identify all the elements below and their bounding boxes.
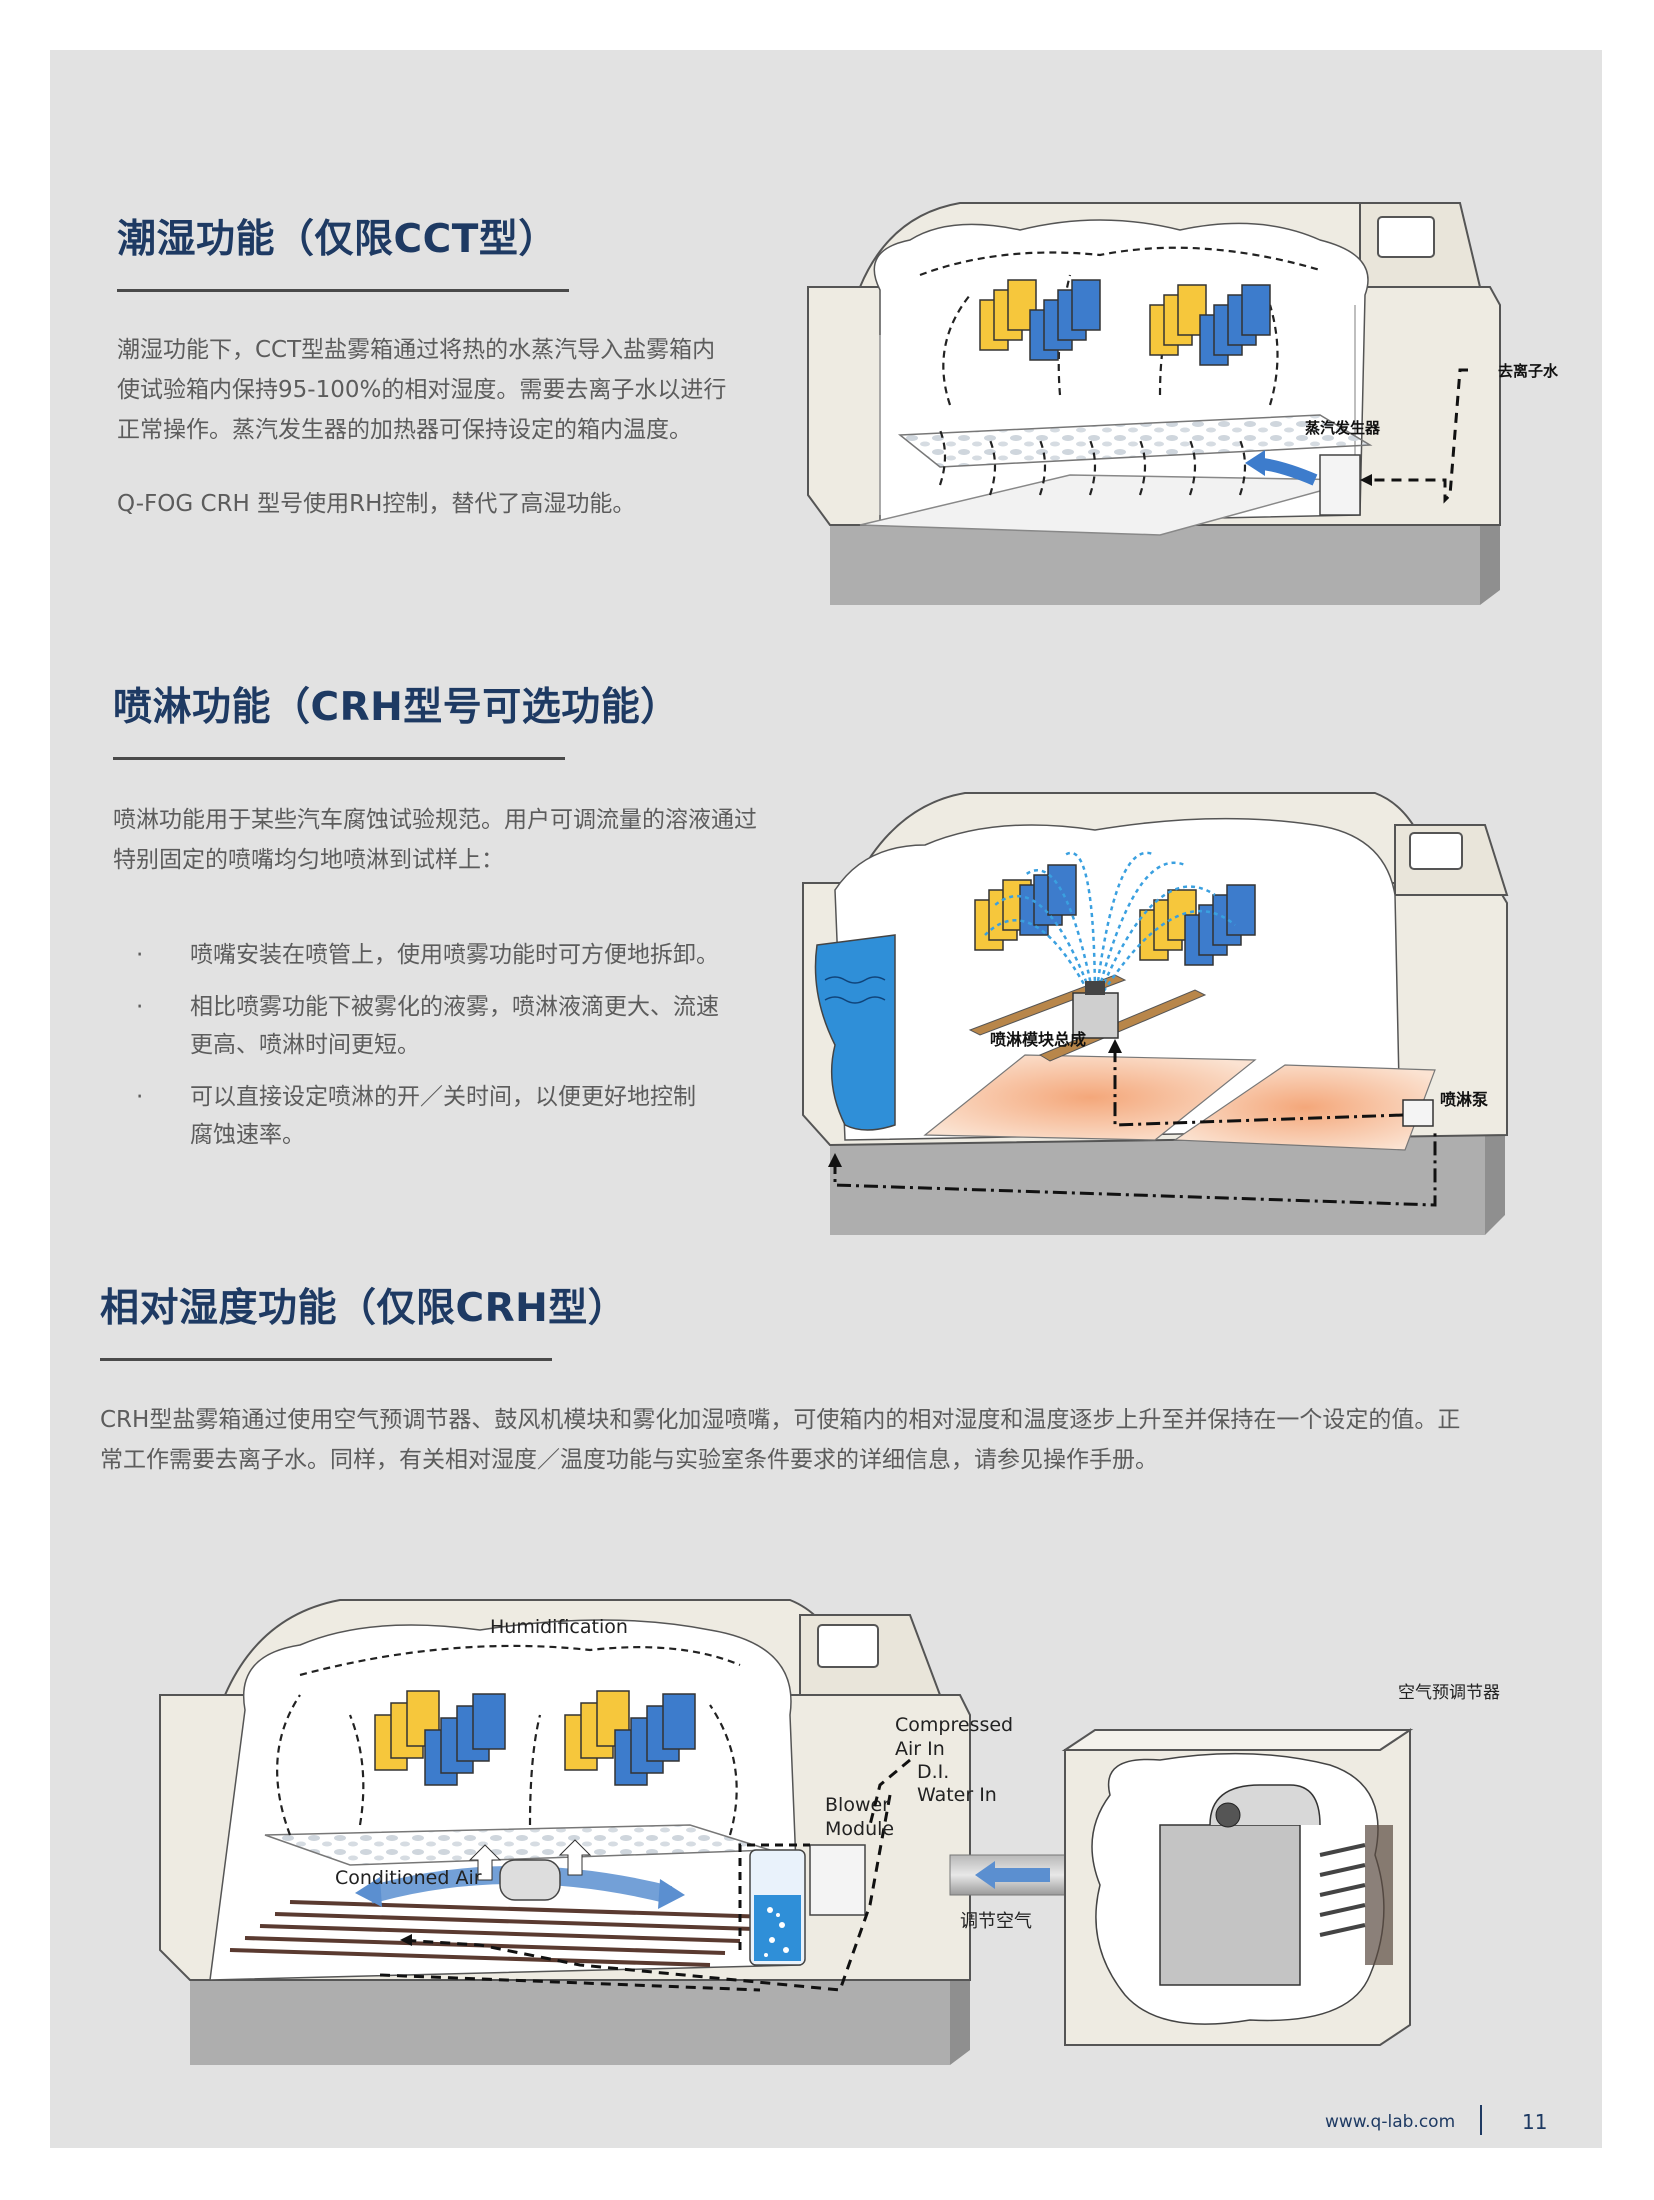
compressed-air-label-1: Compressed (895, 1714, 1013, 1736)
section1-line-3: 正常操作。蒸汽发生器的加热器可保持设定的箱内温度。 (117, 417, 692, 443)
page-number: 11 (1522, 2110, 1548, 2134)
section2-line-2: 特别固定的喷嘴均匀地喷淋到试样上： (113, 847, 504, 873)
spray-pattern (984, 851, 1236, 1006)
preconditioner-label: 空气预调节器 (1398, 1683, 1500, 1703)
bullet-item: · 相比喷雾功能下被雾化的液雾，喷淋液滴更大、流速 更高、喷淋时间更短。 (130, 988, 770, 1064)
steam-generator (1319, 454, 1361, 516)
chamber-base (190, 1980, 950, 2065)
bullet-line: 更高、喷淋时间更短。 (190, 1032, 420, 1058)
compressor-unit (1159, 1824, 1301, 1986)
steam-generator-label: 蒸汽发生器 (1305, 419, 1381, 437)
bullet-marker: · (136, 1084, 144, 1110)
spray-module-label: 喷淋模块总成 (990, 1030, 1086, 1049)
control-panel-screen (1409, 832, 1463, 870)
specimen-group-1 (979, 279, 1101, 361)
compressed-air-label-2: Air In (895, 1738, 945, 1760)
bullet-marker: · (136, 994, 144, 1020)
di-water-label-2: Water In (917, 1784, 997, 1806)
section1-rule (117, 289, 569, 292)
bullet-item: · 喷嘴安装在喷管上，使用喷雾功能时可方便地拆卸。 (130, 936, 770, 974)
section3-line-1: CRH型盐雾箱通过使用空气预调节器、鼓风机模块和雾化加湿喷嘴，可使箱内的相对湿度… (100, 1407, 1461, 1433)
section2-line-1: 喷淋功能用于某些汽车腐蚀试验规范。用户可调流量的溶液通过 (113, 807, 757, 833)
bullet-line: 可以直接设定喷淋的开／关时间，以便更好地控制 (190, 1084, 696, 1110)
bullet-line: 喷嘴安装在喷管上，使用喷雾功能时可方便地拆卸。 (190, 942, 719, 968)
section1-paragraph: 潮湿功能下，CCT型盐雾箱通过将热的水蒸汽导入盐雾箱内 使试验箱内保持95-10… (117, 330, 726, 450)
section1-note: Q-FOG CRH 型号使用RH控制，替代了高湿功能。 (117, 491, 636, 517)
spray-flow-line (833, 1045, 1437, 1207)
section2-bullet-list: · 喷嘴安装在喷管上，使用喷雾功能时可方便地拆卸。 · 相比喷雾功能下被雾化的液… (130, 936, 770, 1168)
spray-pump-label: 喷淋泵 (1440, 1090, 1488, 1109)
humidity-chamber-diagram: 去离子水 蒸汽发生器 (807, 202, 1559, 605)
specimen-group-1 (374, 1690, 506, 1786)
blower-label-1: Blower (825, 1794, 890, 1816)
section3-title: 相对湿度功能（仅限CRH型） (100, 1286, 628, 1331)
di-water-label-1: D.I. (917, 1761, 949, 1783)
specimen-group-2 (1149, 284, 1271, 366)
spray-pump (1402, 1099, 1434, 1127)
section3-line-2: 常工作需要去离子水。同样，有关相对湿度／温度功能与实验室条件要求的详细信息，请参… (100, 1447, 1158, 1473)
section2-title: 喷淋功能（CRH型号可选功能） (113, 685, 680, 730)
footer-separator (1480, 2105, 1482, 2135)
conditioned-air-label: Conditioned Air (335, 1867, 482, 1889)
bullet-line: 相比喷雾功能下被雾化的液雾，喷淋液滴更大、流速 (190, 994, 719, 1020)
chamber-base (830, 1135, 1485, 1235)
specimen-rack (897, 414, 1373, 468)
specimen-group-1 (974, 864, 1077, 951)
specimen-group-2 (1139, 884, 1256, 966)
solution-reservoir (814, 934, 896, 1131)
section3-paragraph: CRH型盐雾箱通过使用空气预调节器、鼓风机模块和雾化加湿喷嘴，可使箱内的相对湿度… (100, 1400, 1570, 1480)
specimen-tray-right (1173, 1064, 1436, 1151)
humidification-label: Humidification (490, 1616, 628, 1638)
bullet-marker: · (136, 942, 144, 968)
air-circulation-arrows (276, 1644, 741, 1836)
di-water-line (1365, 368, 1468, 504)
section1-line-1: 潮湿功能下，CCT型盐雾箱通过将热的水蒸汽导入盐雾箱内 (117, 337, 716, 363)
specimen-group-2 (564, 1690, 696, 1786)
spray-module (1072, 992, 1119, 1039)
bullet-line: 腐蚀速率。 (190, 1122, 305, 1148)
conditioned-air-cn-label: 调节空气 (960, 1911, 1032, 1932)
section3-rule (100, 1358, 552, 1361)
spray-chamber-diagram: 喷淋模块总成 喷淋泵 (802, 792, 1509, 1235)
bullet-item: · 可以直接设定喷淋的开／关时间，以便更好地控制 腐蚀速率。 (130, 1078, 770, 1154)
di-water-label: 去离子水 (1498, 362, 1559, 380)
section1-line-2: 使试验箱内保持95-100%的相对湿度。需要去离子水以进行 (117, 377, 727, 403)
di-water-line (399, 1794, 892, 1992)
footer-url: www.q-lab.com (1325, 2112, 1456, 2132)
rh-chamber-diagram: Humidification Conditioned Air Compresse… (159, 1599, 1500, 2065)
diffuser (499, 1859, 561, 1901)
specimen-tray-left (923, 1054, 1257, 1141)
blower-module (809, 1844, 866, 1916)
chamber-base (830, 525, 1480, 605)
section2-paragraph: 喷淋功能用于某些汽车腐蚀试验规范。用户可调流量的溶液通过 特别固定的喷嘴均匀地喷… (113, 800, 757, 880)
control-panel-screen (1377, 216, 1435, 258)
section1-title: 潮湿功能（仅限CCT型） (117, 217, 558, 262)
floor-heater-tubes (229, 1900, 771, 1967)
control-panel-screen (817, 1624, 879, 1668)
blower-label-2: Module (825, 1818, 894, 1840)
section2-rule (113, 757, 565, 760)
